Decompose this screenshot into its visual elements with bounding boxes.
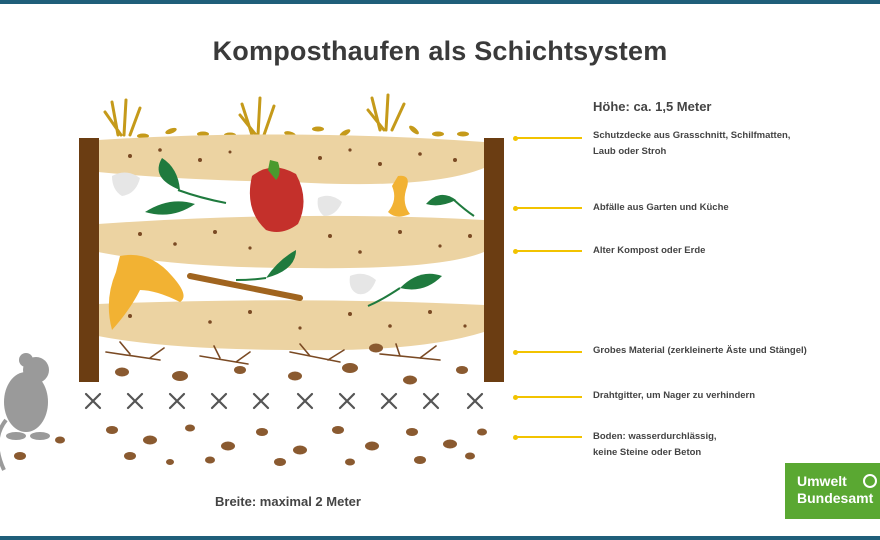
coarse-material-layer — [98, 300, 484, 351]
leaf-icon — [426, 194, 456, 206]
stick-icon — [187, 273, 303, 301]
callout-line — [513, 205, 582, 211]
old-compost-layer — [98, 215, 484, 269]
callout-protective-cover: Schutzdecke aus Grasschnitt, Schilfmatte… — [593, 130, 791, 157]
top-border — [0, 0, 880, 4]
wire-mesh — [84, 392, 484, 410]
pebbles — [115, 343, 468, 385]
soil-specks — [128, 148, 472, 330]
twigs — [105, 341, 441, 365]
width-label: Breite: maximal 2 Meter — [215, 494, 361, 509]
leaf-icon — [266, 250, 296, 278]
leaf-icon — [158, 158, 180, 190]
callout-line — [513, 349, 582, 355]
bottom-border — [0, 536, 880, 540]
ground-soil — [14, 424, 487, 466]
callout-old-compost: Alter Kompost oder Erde — [593, 245, 706, 256]
callout-line — [513, 394, 582, 400]
grass-tufts — [103, 93, 406, 137]
waste-items — [108, 158, 475, 330]
straw-bits — [137, 125, 469, 139]
bell-pepper-icon — [249, 167, 304, 232]
umweltbundesamt-logo: Umwelt Bundesamt — [785, 463, 880, 519]
logo-mark-icon — [863, 474, 877, 488]
page-title: Komposthaufen als Schichtsystem — [212, 36, 668, 66]
callout-line — [513, 434, 582, 440]
left-post — [79, 138, 99, 382]
protective-cover-layer — [98, 134, 484, 185]
eggshell-icon — [349, 273, 376, 295]
compost-layers — [98, 134, 484, 351]
callout-line — [513, 135, 582, 141]
apple-core-icon — [388, 175, 410, 217]
leaf-icon — [400, 273, 442, 290]
callout-wire-mesh: Drahtgitter, um Nager zu verhindern — [593, 390, 756, 401]
height-label: Höhe: ca. 1,5 Meter — [593, 99, 712, 114]
callout-coarse-material: Grobes Material (zerkleinerte Äste und S… — [593, 345, 807, 356]
eggshell-icon — [317, 195, 342, 216]
right-post — [484, 138, 504, 382]
leaf-icon — [145, 201, 195, 215]
callout-waste: Abfälle aus Garten und Küche — [593, 202, 729, 213]
eggshell-icon — [112, 172, 140, 196]
banana-peel-icon — [108, 254, 184, 330]
callout-line — [513, 248, 582, 254]
callout-ground: Boden: wasserdurchlässig, keine Steine o… — [593, 431, 717, 458]
mouse-icon — [0, 353, 50, 471]
